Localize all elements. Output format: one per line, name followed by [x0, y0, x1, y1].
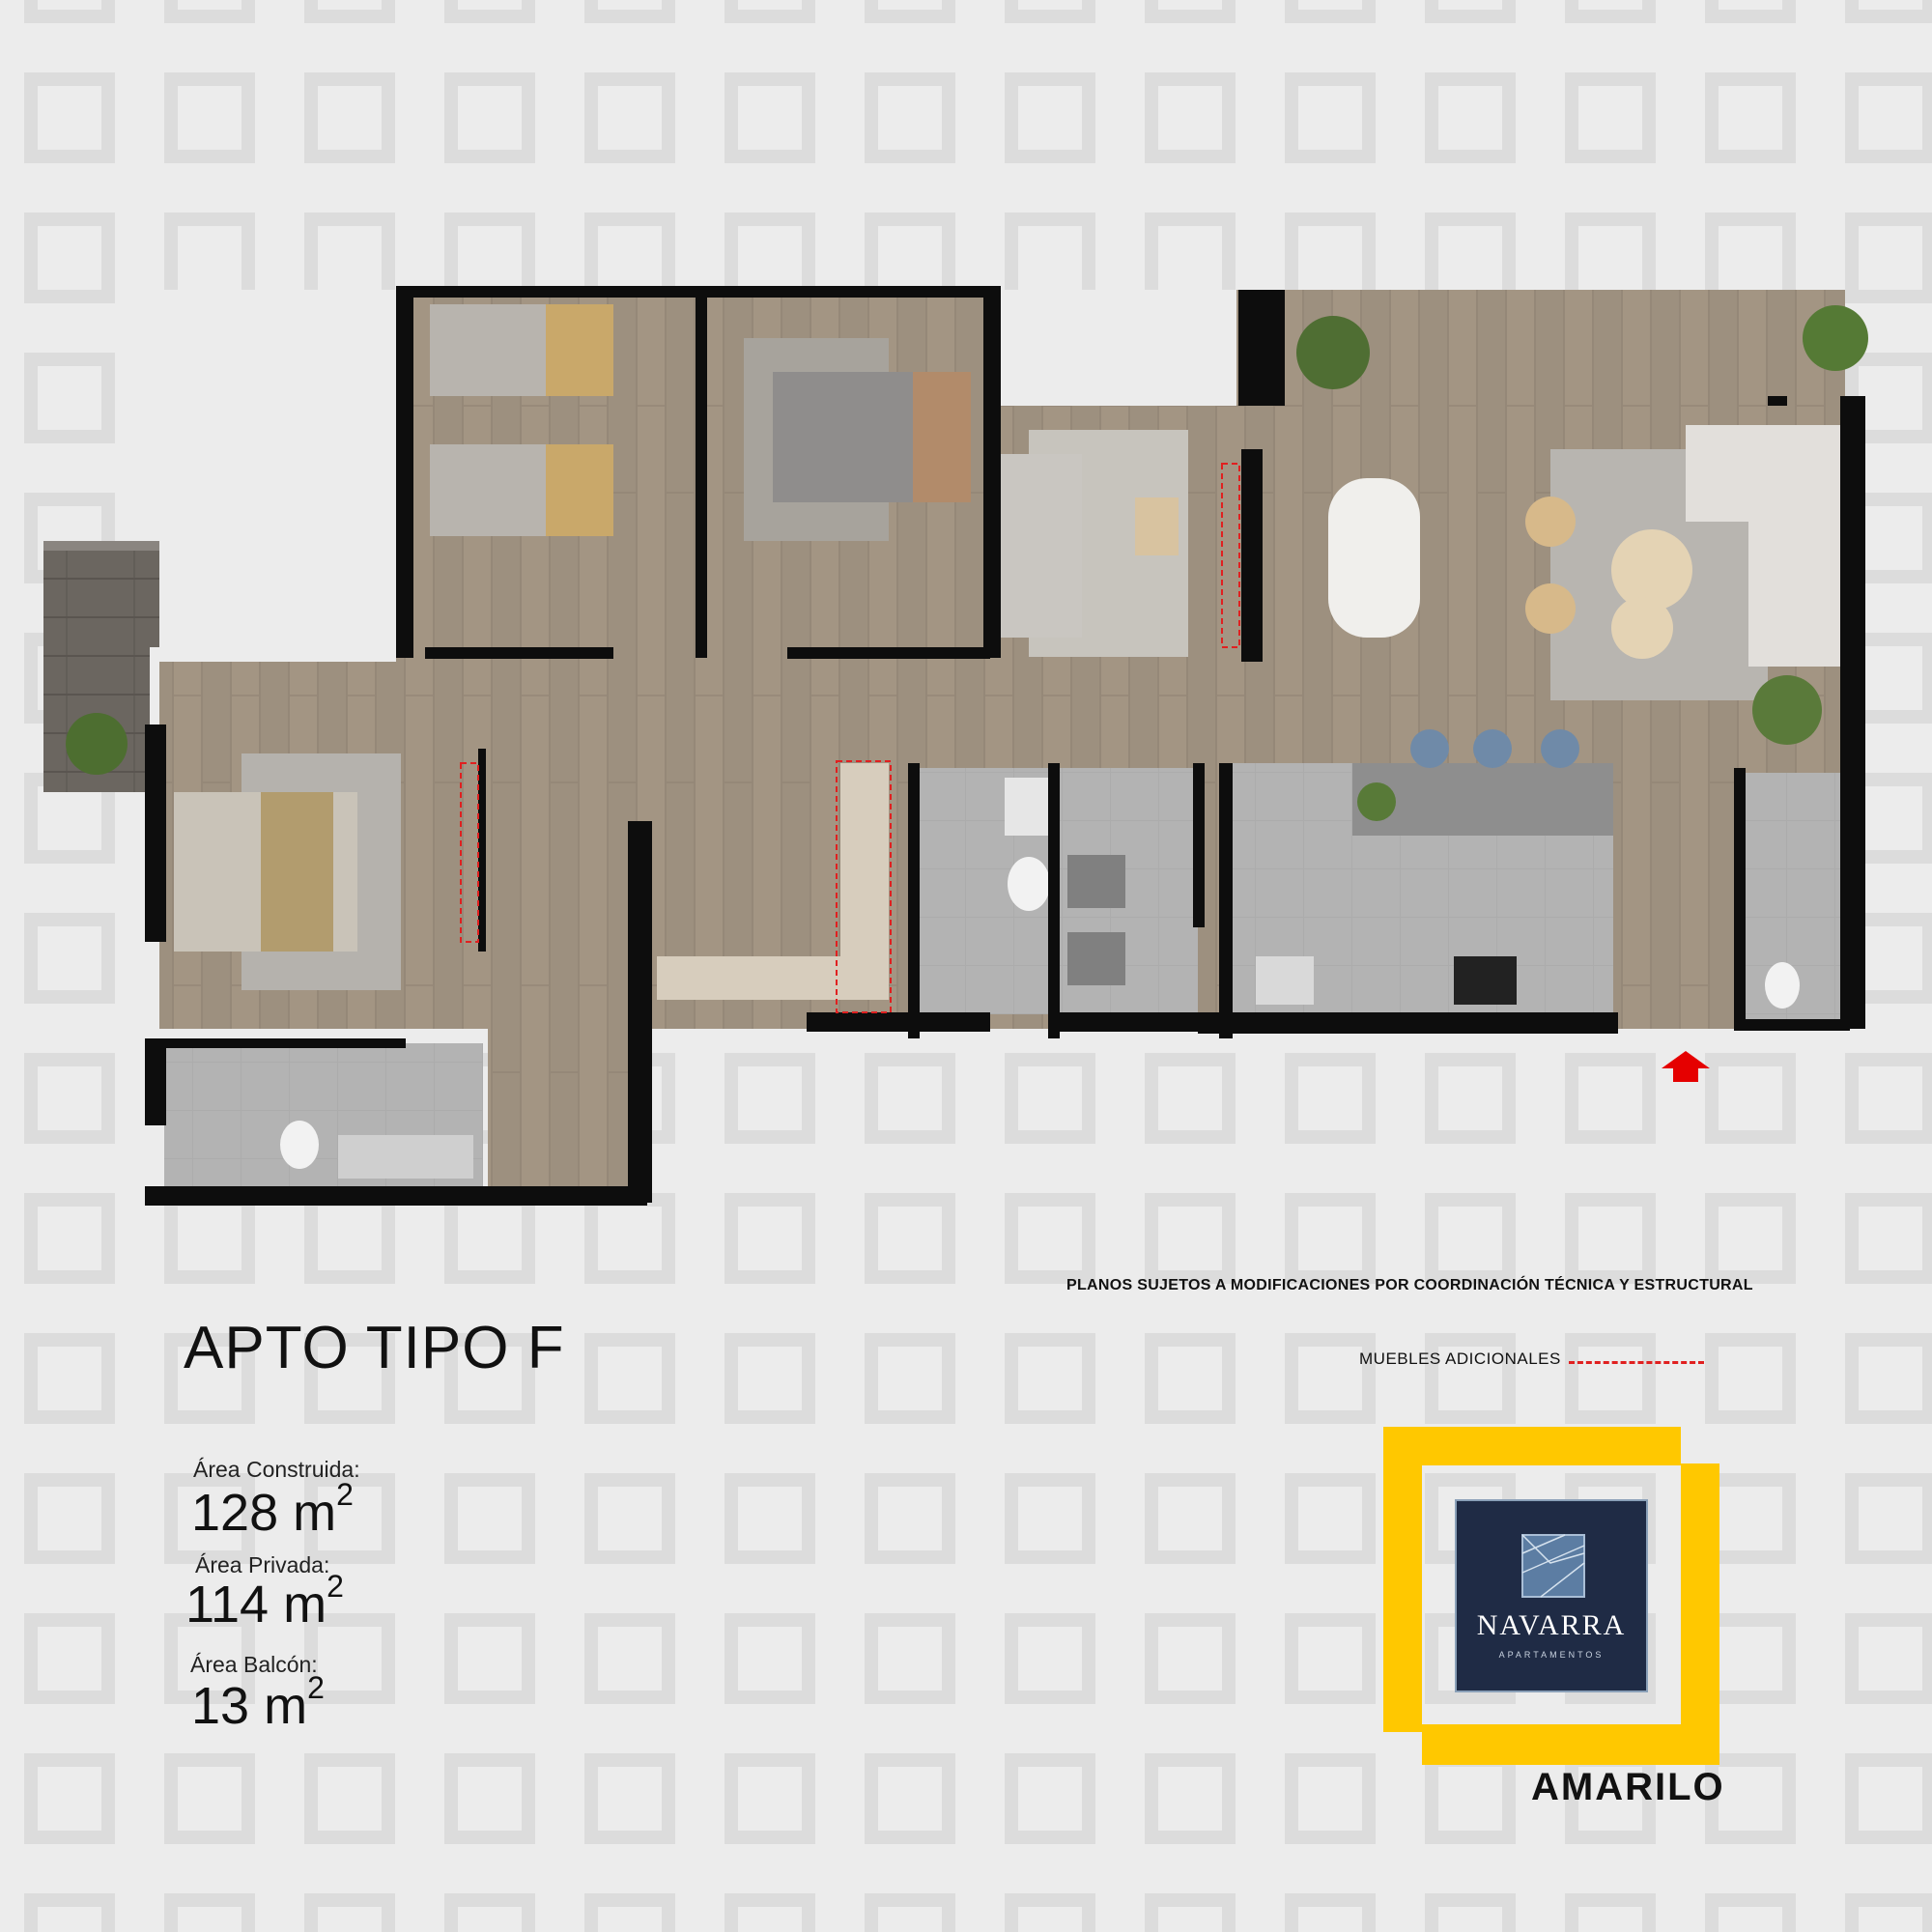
disclaimer-text: PLANOS SUJETOS A MODIFICACIONES POR COOR… [1066, 1277, 1753, 1293]
walls [145, 286, 1865, 1206]
area-privada-value: 114 m2 [185, 1569, 344, 1634]
legend-label: MUEBLES ADICIONALES [1359, 1350, 1561, 1368]
navarra-emblem-icon [1521, 1534, 1585, 1598]
brand-subtitle: APARTAMENTOS [1498, 1650, 1605, 1660]
yellow-frame-logo [1383, 1427, 1719, 1765]
area-construida-value: 128 m2 [191, 1477, 354, 1542]
legend-additional-furniture: MUEBLES ADICIONALES [1359, 1350, 1704, 1369]
developer-name: AMARILO [1531, 1766, 1725, 1808]
page-title: APTO TIPO F [184, 1315, 565, 1381]
red-dashed-line-icon [1568, 1360, 1704, 1364]
red-up-arrow-icon [1662, 1051, 1710, 1082]
brand-name: NAVARRA [1476, 1609, 1627, 1641]
area-privada-label: Área Privada: [195, 1552, 330, 1577]
navarra-logo: NAVARRA APARTAMENTOS [1455, 1499, 1648, 1692]
area-balcon-label: Área Balcón: [190, 1652, 318, 1677]
area-balcon-value: 13 m2 [191, 1670, 325, 1735]
area-construida-label: Área Construida: [193, 1457, 360, 1482]
floor-plan [43, 286, 1868, 1206]
